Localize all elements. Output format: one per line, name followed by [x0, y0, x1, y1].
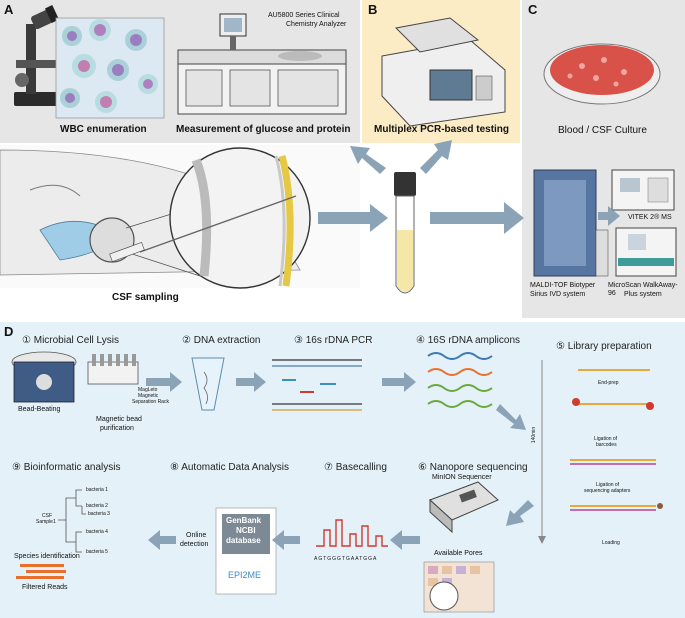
species-identification-label: Species identification	[14, 553, 80, 560]
csf-tube-illustration	[394, 172, 416, 294]
step-3-title: ③ 16s rDNA PCR	[294, 335, 373, 346]
online-line2: detection	[180, 541, 209, 548]
ligation-adapters-line1: Ligation of	[596, 482, 620, 488]
wbc-cell-view	[55, 17, 165, 119]
library-prep-illustration	[538, 360, 663, 544]
rack-line2: Magnetic	[138, 393, 159, 399]
minion-illustration	[429, 481, 499, 534]
epi2me-label: EPI2ME	[228, 570, 262, 580]
wbc-caption: WBC enumeration	[60, 124, 147, 135]
genbank-line2: NCBI	[236, 526, 256, 535]
minion-label: MinION Sequencer	[432, 474, 492, 481]
csf-caption: CSF sampling	[112, 292, 179, 303]
available-pores-illustration	[423, 561, 495, 613]
panel-d-label: D	[4, 324, 14, 339]
step-4-title: ④ 16S rDNA amplicons	[416, 335, 521, 346]
genbank-line3: database	[226, 536, 261, 545]
step-8-title: ⑧ Automatic Data Analysis	[170, 462, 290, 473]
culture-caption: Blood / CSF Culture	[558, 125, 647, 136]
glucose-caption: Measurement of glucose and protein	[176, 124, 351, 135]
pcr-dna-illustration	[272, 359, 362, 411]
step-5-title: ⑤ Library preparation	[556, 341, 652, 352]
analyzer-name-line2: Chemistry Analyzer	[286, 21, 347, 28]
microscan-line1: MicroScan WalkAway-96	[608, 282, 678, 297]
tree-leaf: bacteria 3	[88, 511, 110, 517]
analyzer-name-line1: AU5800 Series Clinical	[268, 12, 340, 19]
vitek-instrument-illustration	[611, 169, 675, 211]
microscan-line2: Plus system	[624, 291, 662, 298]
bead-beating-label: Bead-Beating	[18, 406, 61, 413]
rack-line3: Separation Rack	[132, 399, 169, 405]
top-arrows	[318, 140, 620, 234]
tree-leaf: bacteria 5	[86, 549, 108, 555]
tree-leaf: bacteria 2	[86, 503, 108, 509]
microscope-illustration	[14, 5, 62, 106]
filtered-reads-label: Filtered Reads	[22, 584, 68, 591]
step-9-title: ⑨ Bioinformatic analysis	[12, 462, 121, 473]
pcr-caption: Multiplex PCR-based testing	[374, 124, 510, 135]
phylo-tree	[58, 489, 86, 553]
panel-b-label: B	[368, 2, 378, 17]
end-prep-label: End-prep	[598, 380, 619, 386]
pcr-instrument-illustration	[381, 17, 506, 127]
tree-root-line2: Sample1	[36, 519, 56, 525]
ligation-barcodes-line1: Ligation of	[594, 436, 618, 442]
tree-leaf: bacteria 4	[86, 529, 108, 535]
maldi-line2: Sirius IVD system	[530, 291, 586, 298]
filtered-reads-illustration	[16, 564, 66, 579]
maldi-instrument-illustration	[533, 169, 609, 277]
genbank-line1: GenBank	[226, 516, 262, 525]
tree-root-line1: CSF	[42, 513, 52, 519]
panel-c-label: C	[528, 2, 538, 17]
magnetic-line2: purification	[100, 425, 134, 432]
ligation-barcodes-line2: barcodes	[596, 442, 617, 448]
panel-a-label: A	[4, 2, 14, 17]
step-1-title: ① Microbial Cell Lysis	[22, 335, 119, 346]
microscan-instrument-illustration	[615, 227, 677, 277]
time-label: 140min	[531, 426, 538, 444]
tree-leaf: bacteria 1	[86, 487, 108, 493]
step-2-title: ② DNA extraction	[182, 335, 261, 346]
database-box	[215, 507, 277, 595]
step-6-title: ⑥ Nanopore sequencing	[418, 462, 528, 473]
chemistry-analyzer-illustration	[177, 13, 347, 115]
magnetic-line1: Magnetic bead	[96, 416, 142, 423]
available-pores-label: Available Pores	[434, 550, 483, 557]
amplicons-illustration	[427, 352, 493, 408]
basecalling-trace	[316, 519, 388, 547]
extraction-tube-illustration	[191, 357, 225, 411]
panel-d-arrows	[146, 372, 534, 550]
bead-beater-illustration	[11, 351, 77, 403]
rack-line1: MagLeto	[138, 387, 158, 393]
vitek-label: VITEK 2® MS	[628, 214, 672, 221]
culture-dish-illustration	[543, 43, 661, 105]
loading-label: Loading	[602, 540, 620, 546]
ligation-adapters-line2: sequencing adapters	[584, 488, 631, 494]
csf-sampling-illustration	[0, 145, 360, 289]
online-line1: Online	[186, 532, 207, 539]
magnetic-rack-illustration	[87, 354, 139, 385]
maldi-line1: MALDI-TOF Biotyper	[530, 282, 596, 289]
step-7-title: ⑦ Basecalling	[324, 462, 387, 473]
sequence-label: AGTGGGTGAATGGA	[314, 556, 378, 562]
